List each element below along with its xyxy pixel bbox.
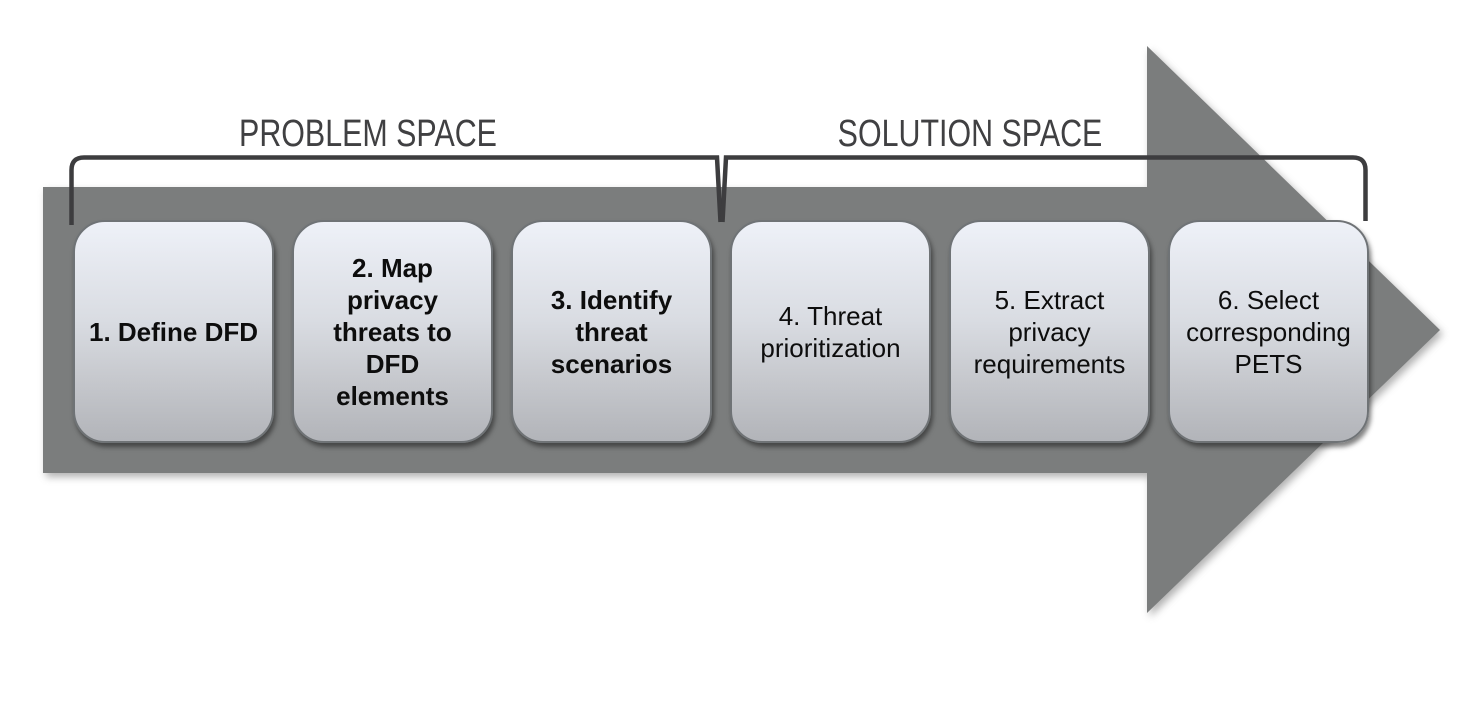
step-box-3-identify-threat-scenarios: 3. Identify threat scenarios: [511, 220, 712, 443]
problem-space-bracket: [69, 155, 723, 225]
step-label: 1. Define DFD: [88, 316, 259, 347]
step-label: 2. Map privacy threats to DFD elements: [333, 252, 452, 411]
solution-space-label: SOLUTION SPACE: [837, 113, 1103, 155]
step-box-2-map-privacy-threats: 2. Map privacy threats to DFD elements: [292, 220, 493, 443]
step-label: 5. Extract privacy requirements: [973, 284, 1126, 379]
step-box-1-define-dfd: 1. Define DFD: [73, 220, 274, 443]
step-label: 3. Identify threat scenarios: [550, 284, 673, 379]
step-box-5-extract-privacy-requirements: 5. Extract privacy requirements: [949, 220, 1150, 443]
solution-space-bracket: [720, 155, 1368, 223]
problem-space-label: PROBLEM SPACE: [239, 113, 497, 155]
step-box-4-threat-prioritization: 4. Threat prioritization: [730, 220, 931, 443]
step-box-6-select-corresponding-pets: 6. Select corresponding PETS: [1168, 220, 1369, 443]
step-label: 6. Select corresponding PETS: [1186, 284, 1351, 379]
step-label: 4. Threat prioritization: [760, 300, 901, 363]
